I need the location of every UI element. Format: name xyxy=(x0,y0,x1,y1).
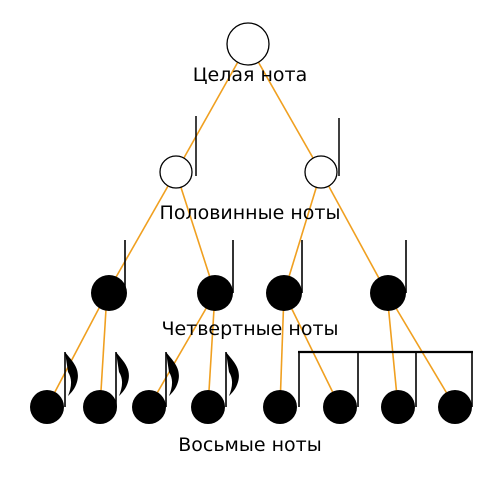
notes xyxy=(30,22,473,424)
label-eighth-notes: Восьмые ноты xyxy=(178,434,322,456)
eighth-note-flag xyxy=(116,352,129,396)
eighth-note-flag xyxy=(65,352,78,396)
branch-line xyxy=(148,292,216,408)
eighth-note-head xyxy=(438,390,472,424)
label-whole-note: Целая нота xyxy=(192,64,308,86)
branch-line xyxy=(247,43,322,173)
branch-line xyxy=(386,292,456,408)
eighth-note-head xyxy=(323,390,357,424)
branch-line xyxy=(279,292,285,408)
branch-lines xyxy=(46,43,456,408)
branch-line xyxy=(106,171,177,294)
half-note-head xyxy=(159,155,193,189)
quarter-note-head xyxy=(91,275,127,311)
eighth-note-head xyxy=(83,390,117,424)
eighth-note-flag xyxy=(226,352,239,396)
quarter-note-head xyxy=(197,275,233,311)
branch-line xyxy=(320,171,388,294)
branch-line xyxy=(283,292,341,408)
eighth-note-head xyxy=(132,390,166,424)
eighth-note-head xyxy=(191,390,225,424)
branch-line xyxy=(46,292,108,408)
eighth-note-flag xyxy=(166,352,179,396)
eighth-note-head xyxy=(381,390,415,424)
eighth-note-head xyxy=(263,390,297,424)
branch-line xyxy=(175,43,249,173)
half-note-head xyxy=(304,155,338,189)
branch-line xyxy=(99,292,108,408)
label-half-notes: Половинные ноты xyxy=(159,202,341,224)
branch-line xyxy=(386,292,399,408)
quarter-note-head xyxy=(370,275,406,311)
eighth-note-head xyxy=(30,390,64,424)
quarter-note-head xyxy=(266,275,302,311)
branch-line xyxy=(207,292,216,408)
branch-line xyxy=(175,171,216,294)
whole-note xyxy=(226,22,270,66)
label-quarter-notes: Четвертные ноты xyxy=(161,318,339,340)
branch-line xyxy=(283,171,322,294)
